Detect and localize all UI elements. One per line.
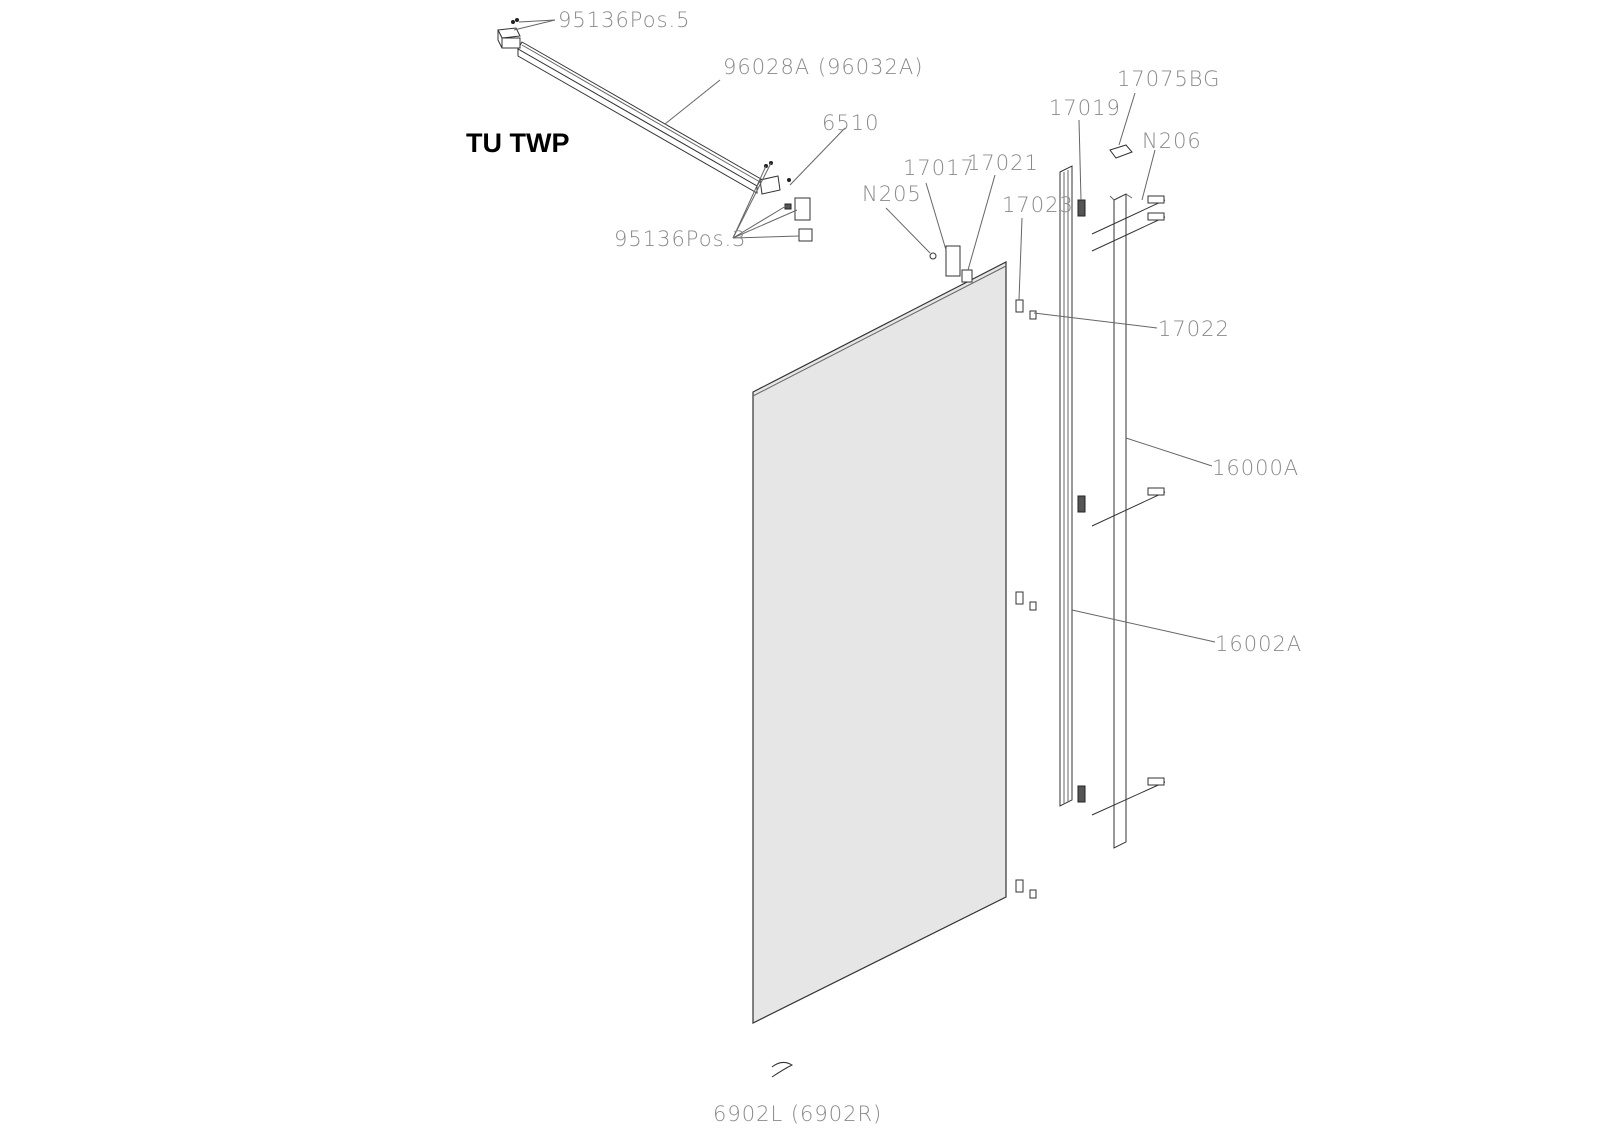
label-17075bg: 17075BG: [1117, 67, 1220, 91]
label-95136pos5: 95136Pos.5: [558, 8, 691, 32]
label-17019: 17019: [1049, 96, 1121, 120]
label-6510: 6510: [822, 111, 879, 135]
label-17023: 17023: [1002, 193, 1074, 217]
wall-profile-16002A: [1059, 165, 1086, 807]
wall-anchors: [1091, 195, 1166, 816]
label-95136pos3: 95136Pos.3: [614, 227, 747, 251]
diagram-title: TU TWP: [466, 128, 569, 158]
glass-panel: [752, 261, 1007, 1024]
end-cap-left: [497, 27, 521, 49]
handle-6902L: [771, 1061, 794, 1078]
wall-bracket-17017: [929, 245, 973, 283]
label-n206: N206: [1142, 129, 1202, 153]
label-17017: 17017: [903, 156, 975, 180]
label-6902l: 6902L (6902R): [713, 1102, 882, 1126]
label-16002a: 16002A: [1215, 632, 1302, 656]
label-n205: N205: [862, 182, 922, 206]
glass-clamps: [1015, 299, 1037, 899]
label-17022: 17022: [1158, 317, 1230, 341]
wall-profile-16000A: [1109, 193, 1133, 849]
label-17021: 17021: [967, 151, 1039, 175]
end-cap-right-assembly: [759, 161, 813, 242]
cover-cap-17075BG: [1109, 144, 1133, 159]
leader-lines: [513, 19, 1216, 643]
label-96028a: 96028A (96032A): [723, 55, 923, 79]
top-rail-96028A: [517, 41, 762, 194]
label-16000a: 16000A: [1212, 456, 1299, 480]
